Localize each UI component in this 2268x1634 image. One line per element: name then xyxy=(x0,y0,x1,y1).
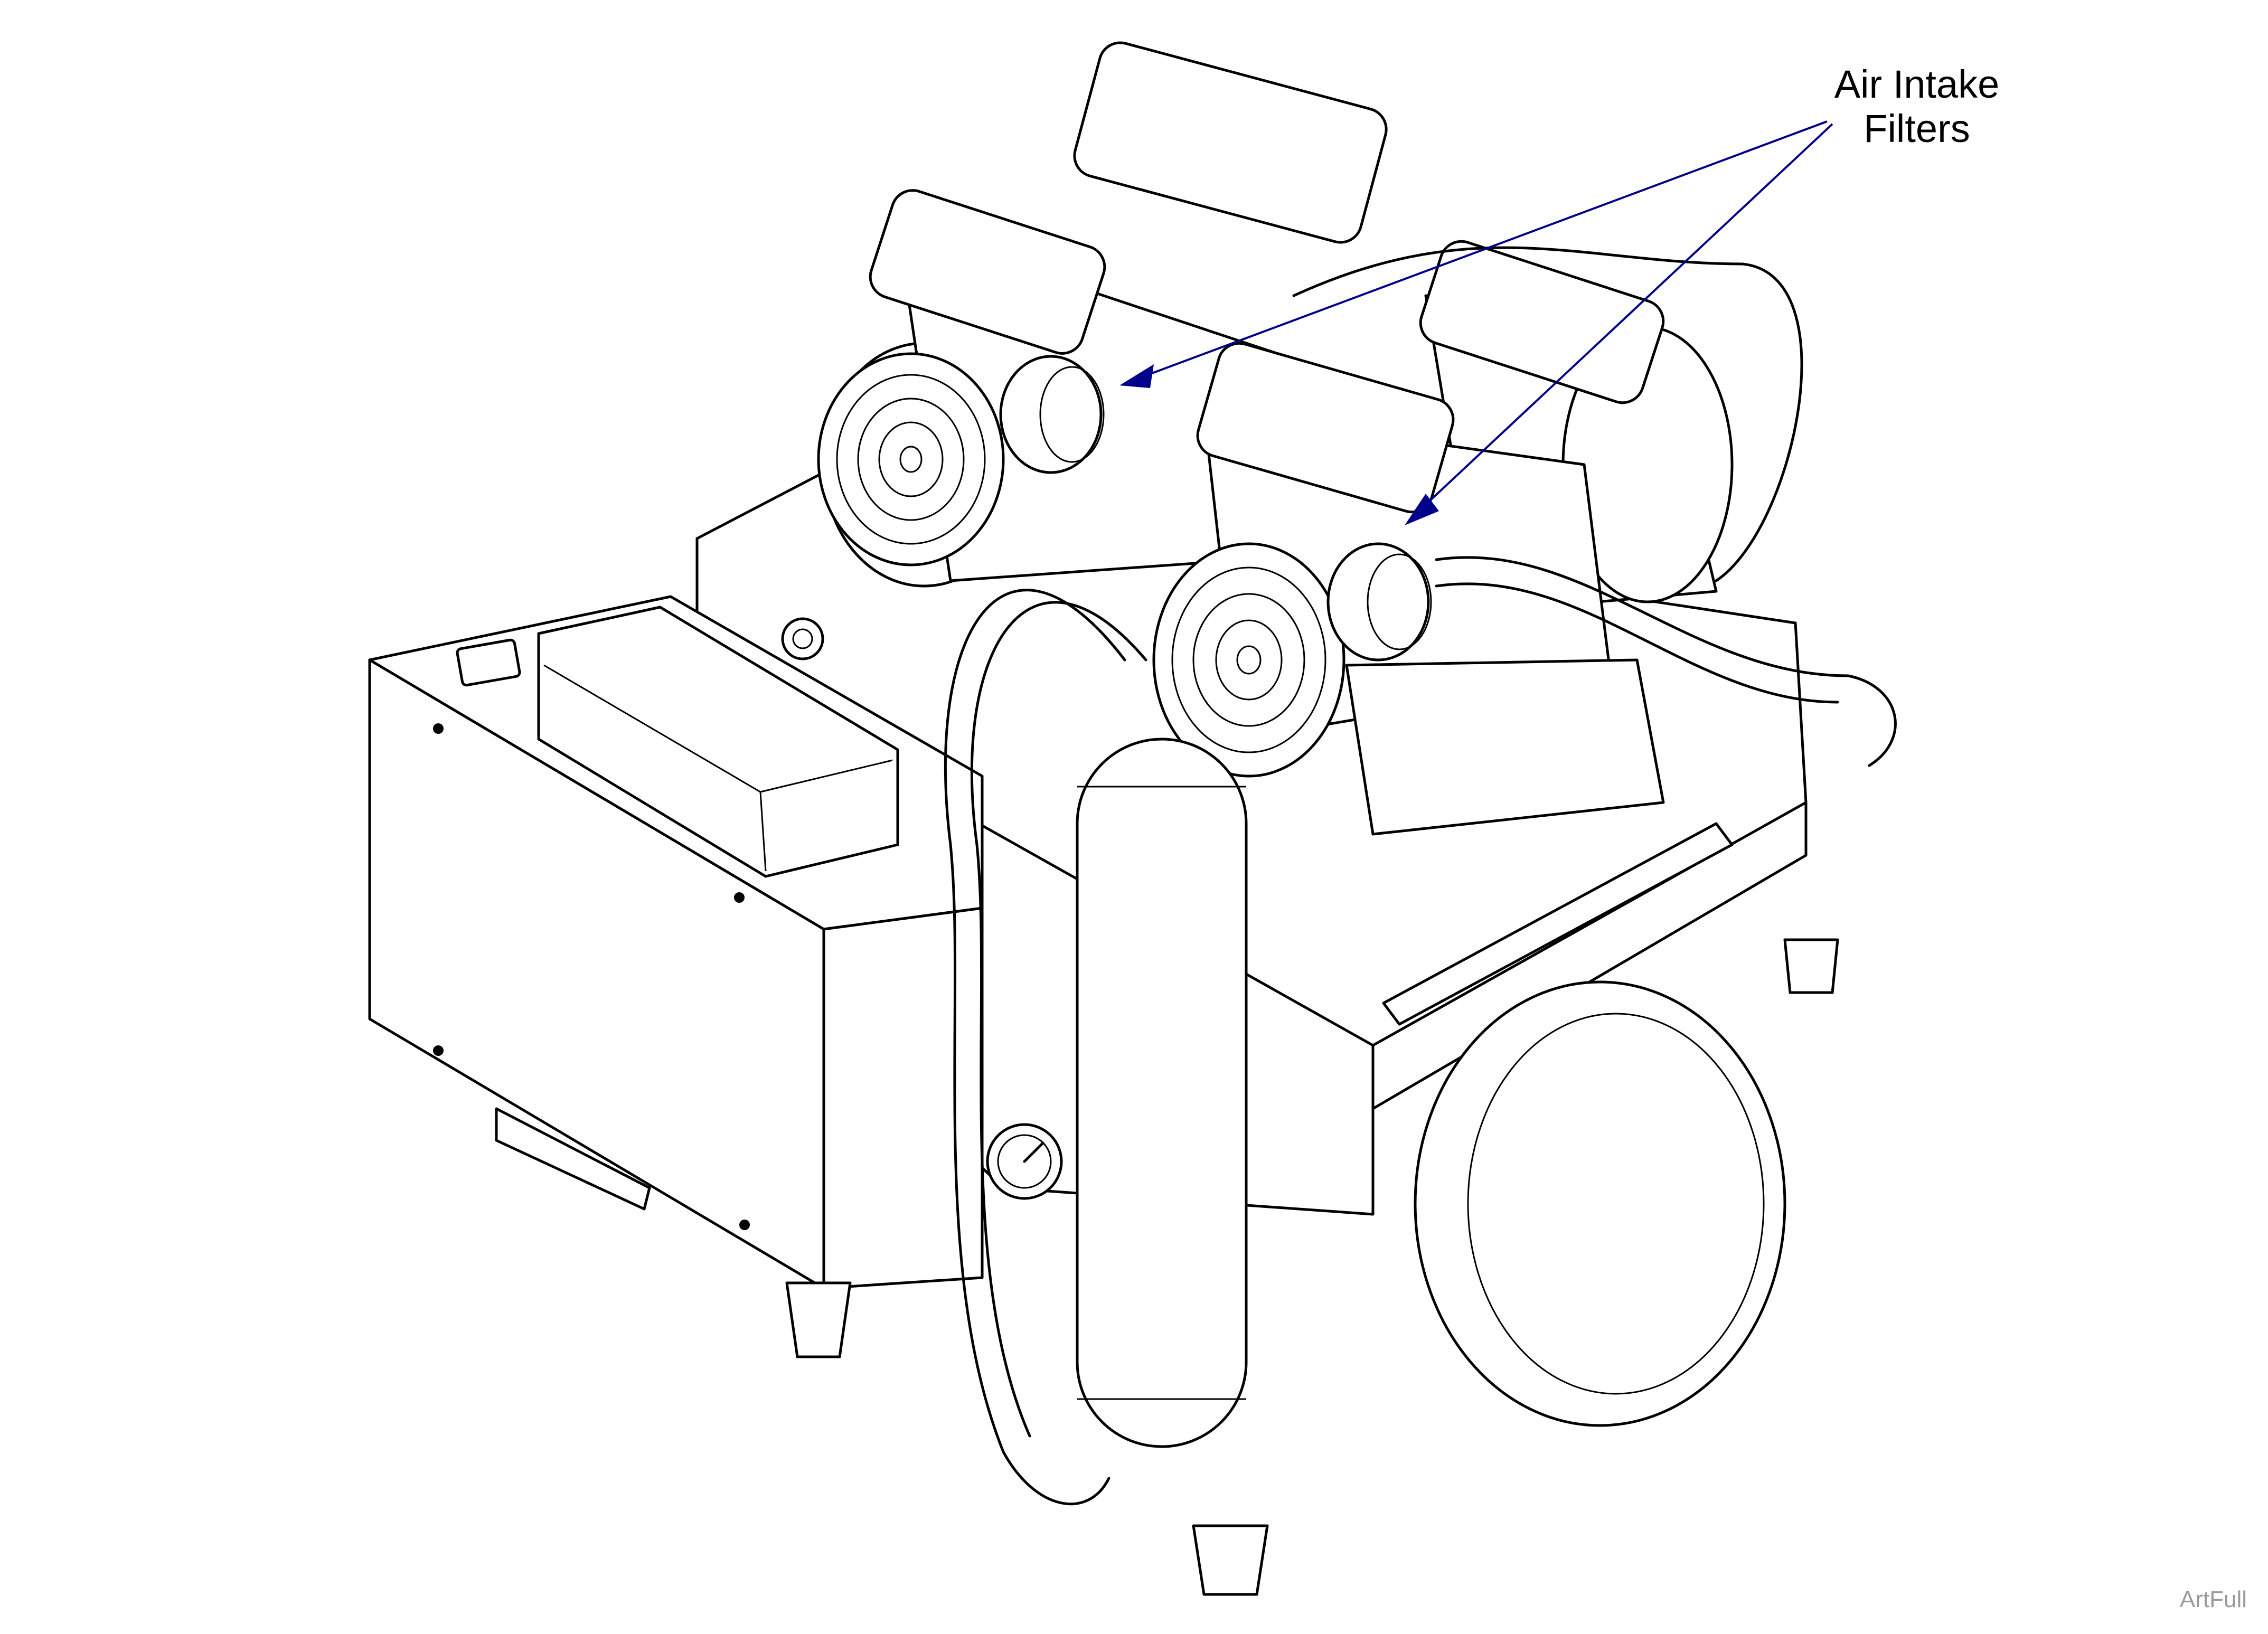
receiver-tank xyxy=(1076,738,1248,1448)
fan-guard-left xyxy=(817,352,1005,566)
air-tank xyxy=(1414,980,1786,1427)
feet xyxy=(785,938,1839,1596)
label-line-1: Air Intake xyxy=(1834,62,2000,106)
callout-leaders xyxy=(1119,120,1833,525)
air-intake-filter-1 xyxy=(999,355,1105,474)
air-intake-filters-label: Air Intake Filters xyxy=(1753,62,2081,151)
label-line-2: Filters xyxy=(1864,107,1970,150)
watermark-text: ArtFull xyxy=(2179,1586,2247,1612)
pump-motor-right xyxy=(1419,240,1734,614)
control-box xyxy=(368,595,984,1290)
air-hoses xyxy=(944,246,1897,1506)
pressure-gauge xyxy=(986,1123,1063,1200)
connector xyxy=(781,617,824,660)
air-intake-filter-2 xyxy=(1326,542,1432,662)
